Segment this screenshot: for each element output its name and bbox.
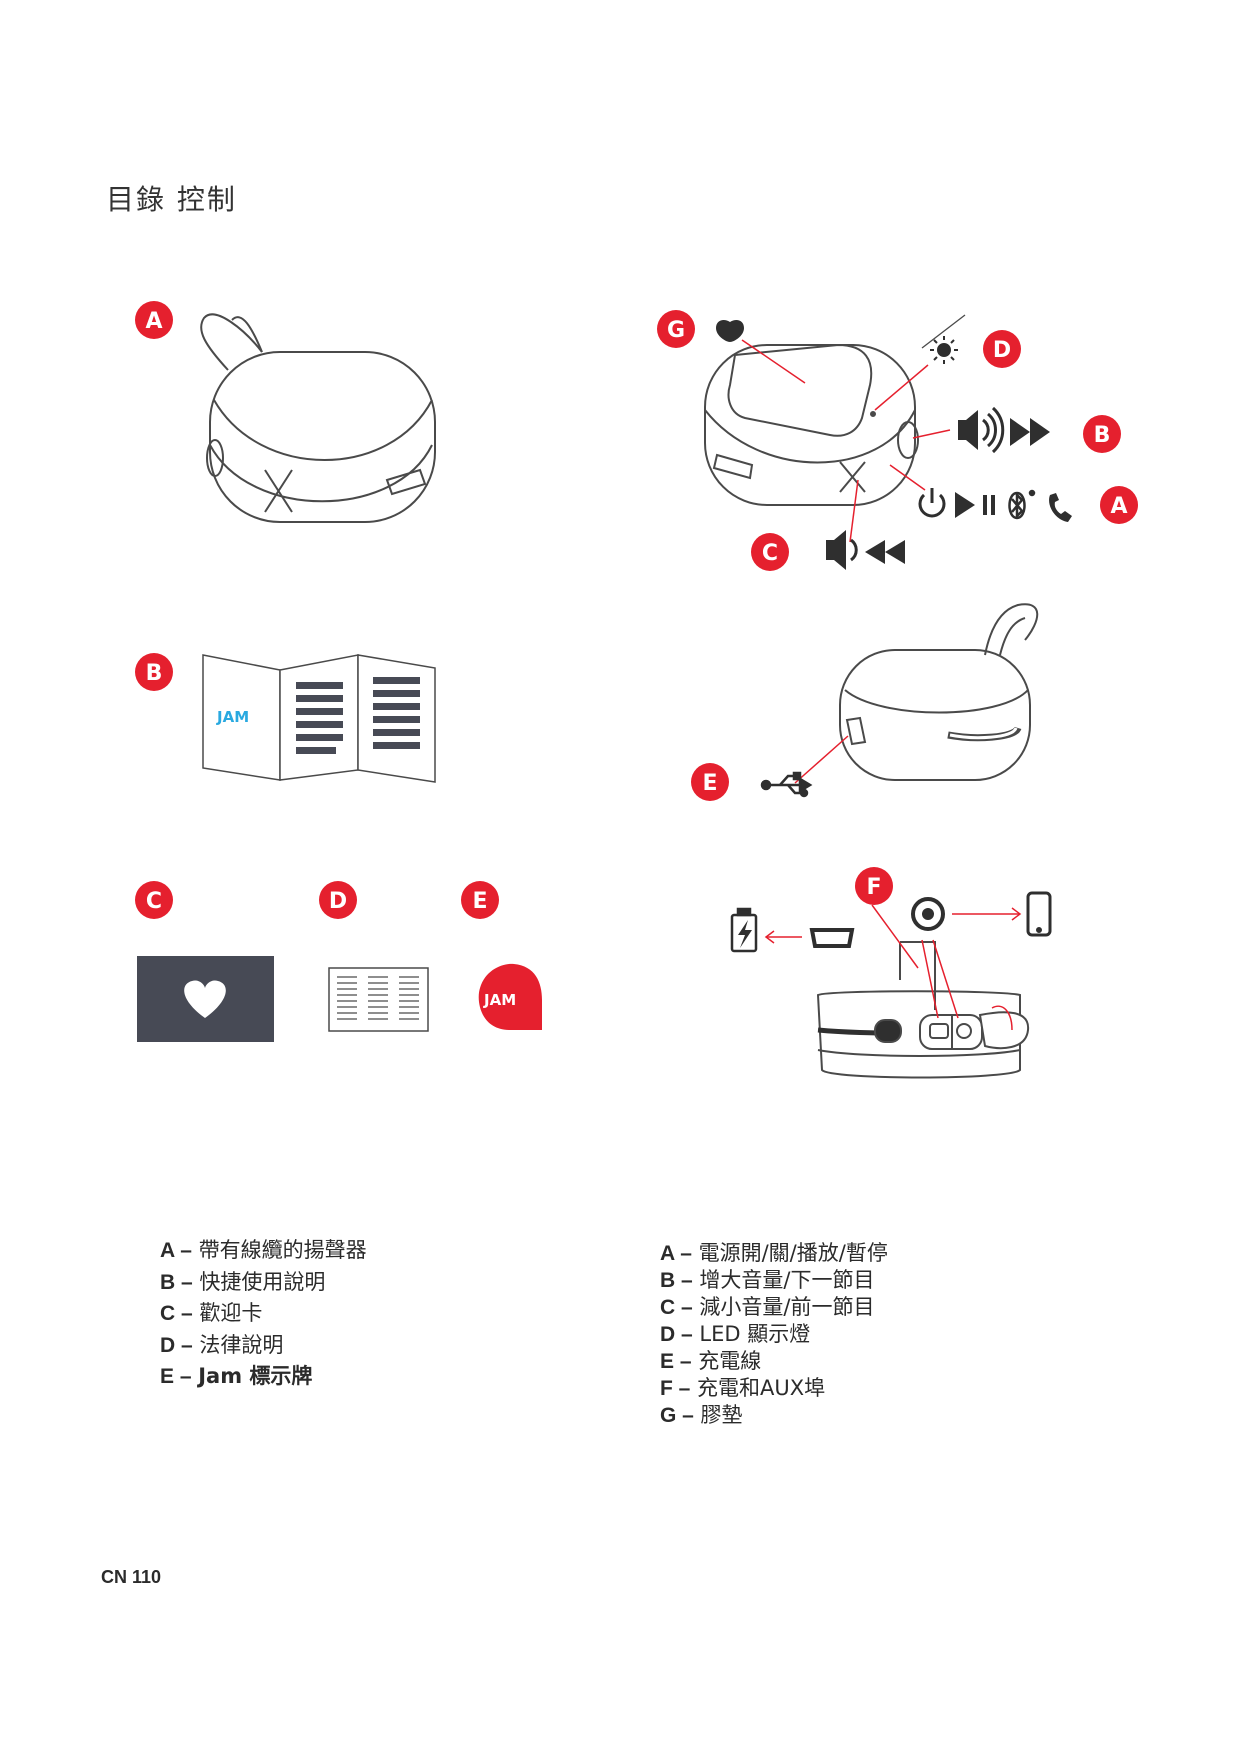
badge-b-contents: B (135, 653, 173, 691)
speaker-ports-illustration (816, 941, 1030, 1079)
controls-list: A – 電源開/關/播放/暫停 B – 增大音量/下一節目 C – 減小音量/前… (660, 1240, 888, 1429)
svg-text:A: A (1110, 494, 1127, 519)
svg-text:B: B (146, 661, 163, 686)
badge-c-contents: C (135, 881, 173, 919)
legal-document-illustration (328, 967, 429, 1032)
svg-text:F: F (866, 875, 881, 900)
page-title: 目錄 控制 (106, 183, 237, 216)
svg-text:D: D (329, 889, 347, 914)
led-sun-icon (930, 336, 958, 364)
badge-d-controls: D (983, 330, 1021, 368)
welcome-card-illustration (137, 956, 274, 1042)
svg-text:B: B (1094, 423, 1111, 448)
svg-text:C: C (146, 889, 162, 914)
cable-leader-line (794, 735, 849, 784)
fast-forward-icon (1010, 418, 1050, 446)
badge-d-contents: D (319, 881, 357, 919)
list-item: D – 法律說明 (160, 1332, 284, 1357)
volume-up-icon (958, 406, 1005, 454)
list-item: E – Jam 標示牌 (160, 1364, 313, 1388)
list-item: A – 電源開/關/播放/暫停 (660, 1241, 888, 1265)
list-item: D – LED 顯示燈 (660, 1322, 811, 1346)
speaker-controls-illustration (704, 314, 966, 506)
charge-arrow (764, 930, 802, 944)
badge-g-controls: G (657, 310, 695, 348)
aux-arrow (952, 907, 1022, 921)
port-leader-lines (871, 904, 1013, 1031)
quick-guide-illustration: JAM (202, 654, 436, 783)
volume-down-icon (826, 530, 858, 570)
list-item: C – 歡迎卡 (160, 1301, 263, 1325)
badge-a-contents: A (135, 301, 173, 339)
badge-b-controls: B (1083, 415, 1121, 453)
battery-charging-icon (730, 907, 758, 953)
list-item: C – 減小音量/前一節目 (660, 1295, 875, 1319)
power-icon (918, 488, 946, 518)
page-number: CN 110 (101, 1567, 162, 1587)
usb-icon (760, 771, 813, 798)
speaker-with-strap-illustration (200, 313, 436, 523)
svg-text:E: E (472, 889, 487, 914)
rewind-icon (865, 540, 905, 564)
badge-letter: A (145, 309, 162, 334)
badge-c-controls: C (751, 533, 789, 571)
list-item: A – 帶有線纜的揚聲器 (160, 1238, 367, 1262)
phone-icon (1049, 493, 1072, 522)
jam-badge-illustration: JAM (478, 963, 542, 1030)
list-item: E – 充電線 (660, 1349, 762, 1373)
svg-text:E: E (702, 771, 717, 796)
list-item: G – 膠墊 (660, 1403, 743, 1427)
control-leader-lines (741, 339, 951, 543)
speaker-charging-cable-illustration (839, 603, 1039, 781)
list-item: B – 增大音量/下一節目 (660, 1268, 875, 1292)
svg-text:C: C (762, 541, 778, 566)
micro-usb-port-icon (809, 928, 855, 948)
jam-logo-small: JAM (216, 708, 249, 726)
gel-pad-icon (716, 320, 744, 342)
jam-logo-badge: JAM (483, 991, 516, 1009)
svg-text:D: D (993, 338, 1011, 363)
heart-icon (184, 980, 226, 1018)
bluetooth-icon (1008, 489, 1036, 520)
badge-e-controls: E (691, 763, 729, 801)
aux-port-icon (911, 897, 945, 931)
list-item: F – 充電和AUX埠 (660, 1376, 826, 1400)
badge-a-controls: A (1100, 486, 1138, 524)
play-pause-icon (955, 492, 995, 518)
list-item: B – 快捷使用說明 (160, 1269, 326, 1294)
badge-e-contents: E (461, 881, 499, 919)
svg-text:G: G (667, 318, 685, 343)
badge-f-controls: F (855, 867, 893, 905)
contents-list: A – 帶有線纜的揚聲器 B – 快捷使用說明 C – 歡迎卡 D – 法律說明… (160, 1235, 367, 1393)
smartphone-icon (1026, 891, 1052, 937)
